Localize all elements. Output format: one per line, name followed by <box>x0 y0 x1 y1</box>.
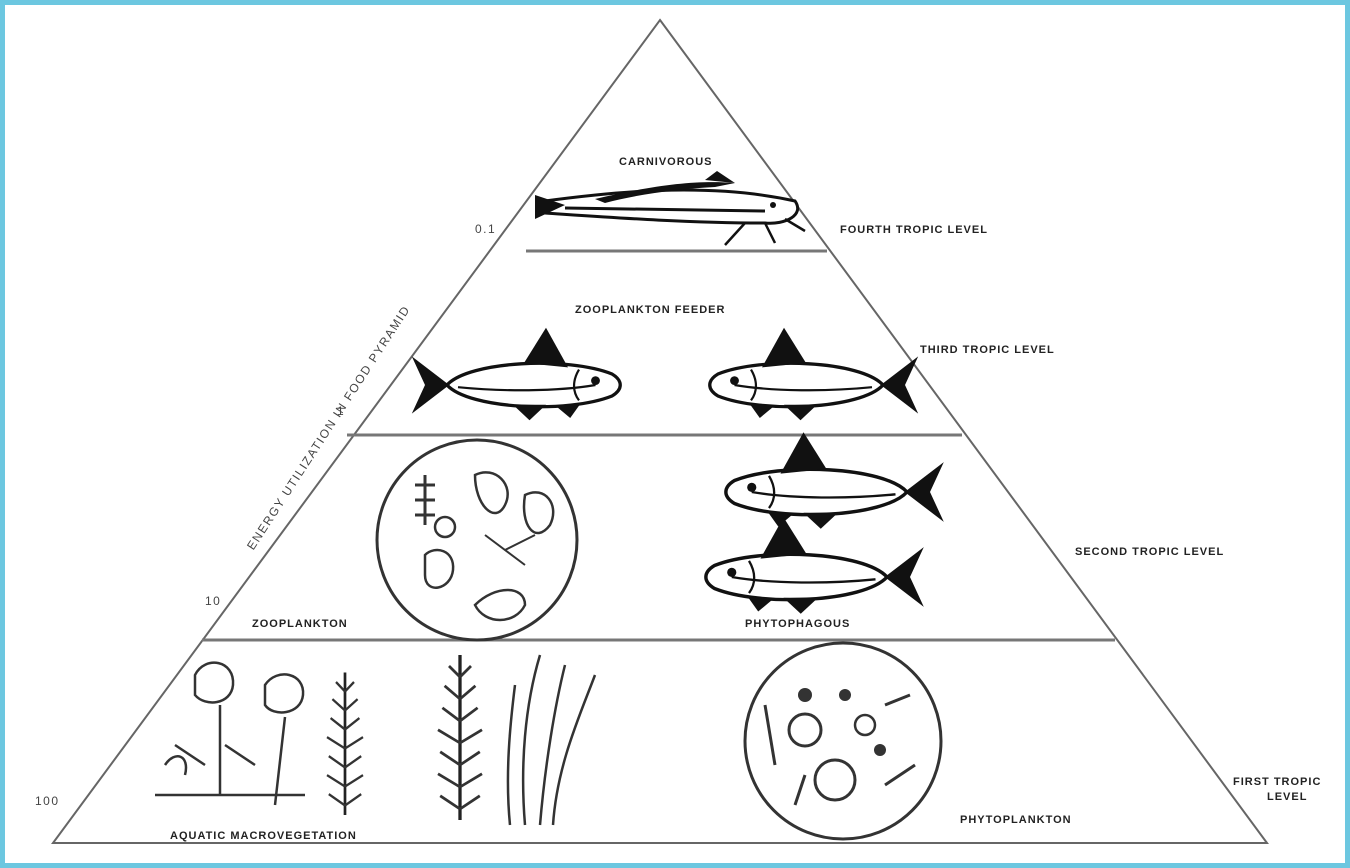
food-pyramid-diagram: ENERGY UTILIZATION IN FOOD PYRAMID 0.1 1… <box>5 5 1345 863</box>
axis-tick-mid: 1 <box>337 404 345 418</box>
catfish-illustration <box>535 171 805 245</box>
zooplankton-feeder-label: ZOOPLANKTON FEEDER <box>575 304 725 316</box>
phytophagous-fish-lower <box>706 517 924 614</box>
axis-tick-low: 10 <box>205 594 221 608</box>
fourth-tropic-level-label: FOURTH TROPIC LEVEL <box>840 224 988 236</box>
axis-tick-bottom: 100 <box>35 794 60 808</box>
phytophagous-fish-upper <box>726 432 944 529</box>
first-tropic-level-label-line2: LEVEL <box>1267 791 1307 803</box>
phytophagous-label: PHYTOPHAGOUS <box>745 618 850 630</box>
aquatic-macrovegetation-label: AQUATIC MACROVEGETATION <box>170 830 357 842</box>
carnivorous-label: CARNIVOROUS <box>619 156 713 168</box>
aquatic-macrovegetation-illustration <box>155 655 595 825</box>
third-tropic-level-label: THIRD TROPIC LEVEL <box>920 344 1055 356</box>
phytoplankton-label: PHYTOPLANKTON <box>960 814 1072 826</box>
zooplankton-feeder-fish-left <box>412 328 620 420</box>
phytoplankton-circle <box>745 643 941 839</box>
diagram-canvas: ENERGY UTILIZATION IN FOOD PYRAMID 0.1 1… <box>5 5 1345 863</box>
zooplankton-label: ZOOPLANKTON <box>252 618 348 630</box>
zooplankton-feeder-fish-right <box>710 328 918 420</box>
pyramid-outline <box>53 20 1267 843</box>
zooplankton-circle <box>377 440 577 640</box>
second-tropic-level-label: SECOND TROPIC LEVEL <box>1075 546 1224 558</box>
axis-tick-top: 0.1 <box>475 222 496 236</box>
first-tropic-level-label-line1: FIRST TROPIC <box>1233 776 1321 788</box>
